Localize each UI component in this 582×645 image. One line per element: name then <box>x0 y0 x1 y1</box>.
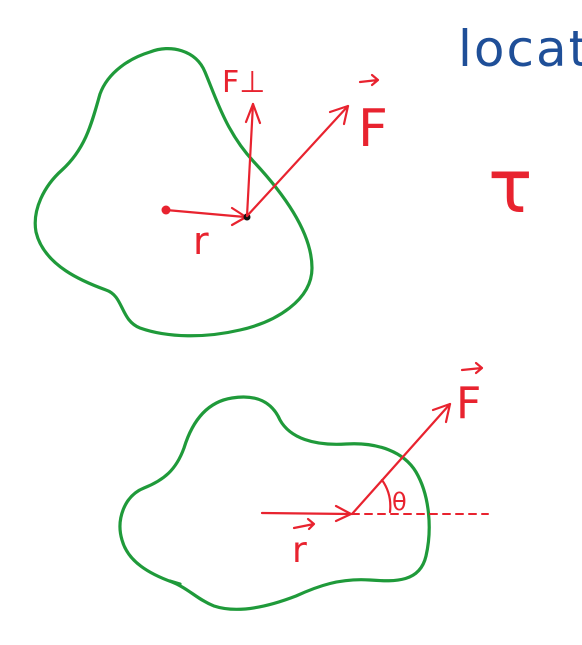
bottom-f-label: F <box>456 378 481 429</box>
bottom-outline-jog <box>168 579 182 586</box>
tau-symbol: τ <box>488 144 533 230</box>
top-r-vector <box>164 208 247 219</box>
header-text-locat: locat <box>458 20 582 78</box>
bottom-angle-arc <box>380 478 392 514</box>
bottom-r-vector <box>260 511 352 516</box>
top-diagram: F⊥ F r <box>33 47 388 338</box>
bottom-angle-label: θ <box>392 488 407 516</box>
bottom-diagram: F θ r <box>118 361 489 611</box>
top-f-label-vector-arrow <box>358 73 380 87</box>
top-f-label: F <box>358 99 388 159</box>
bottom-rigid-body-outline <box>118 395 431 611</box>
bottom-f-label-group: F <box>456 361 484 429</box>
top-f-perp-vector <box>245 102 255 218</box>
bottom-r-label-group: r <box>292 517 316 571</box>
bottom-f-vector <box>350 402 452 516</box>
top-f-arrowhead <box>328 104 350 126</box>
top-f-vector <box>245 104 350 218</box>
top-f-perp-label: F⊥ <box>222 65 265 100</box>
top-f-perp-arrowhead <box>244 102 262 125</box>
bottom-r-label: r <box>292 530 307 571</box>
bottom-r-label-vector-arrow <box>292 517 316 531</box>
top-r-label: r <box>193 219 209 263</box>
bottom-f-arrowhead <box>431 402 452 424</box>
top-f-label-group: F <box>358 73 388 159</box>
bottom-f-label-vector-arrow <box>460 361 484 375</box>
top-rigid-body-outline <box>33 47 314 338</box>
